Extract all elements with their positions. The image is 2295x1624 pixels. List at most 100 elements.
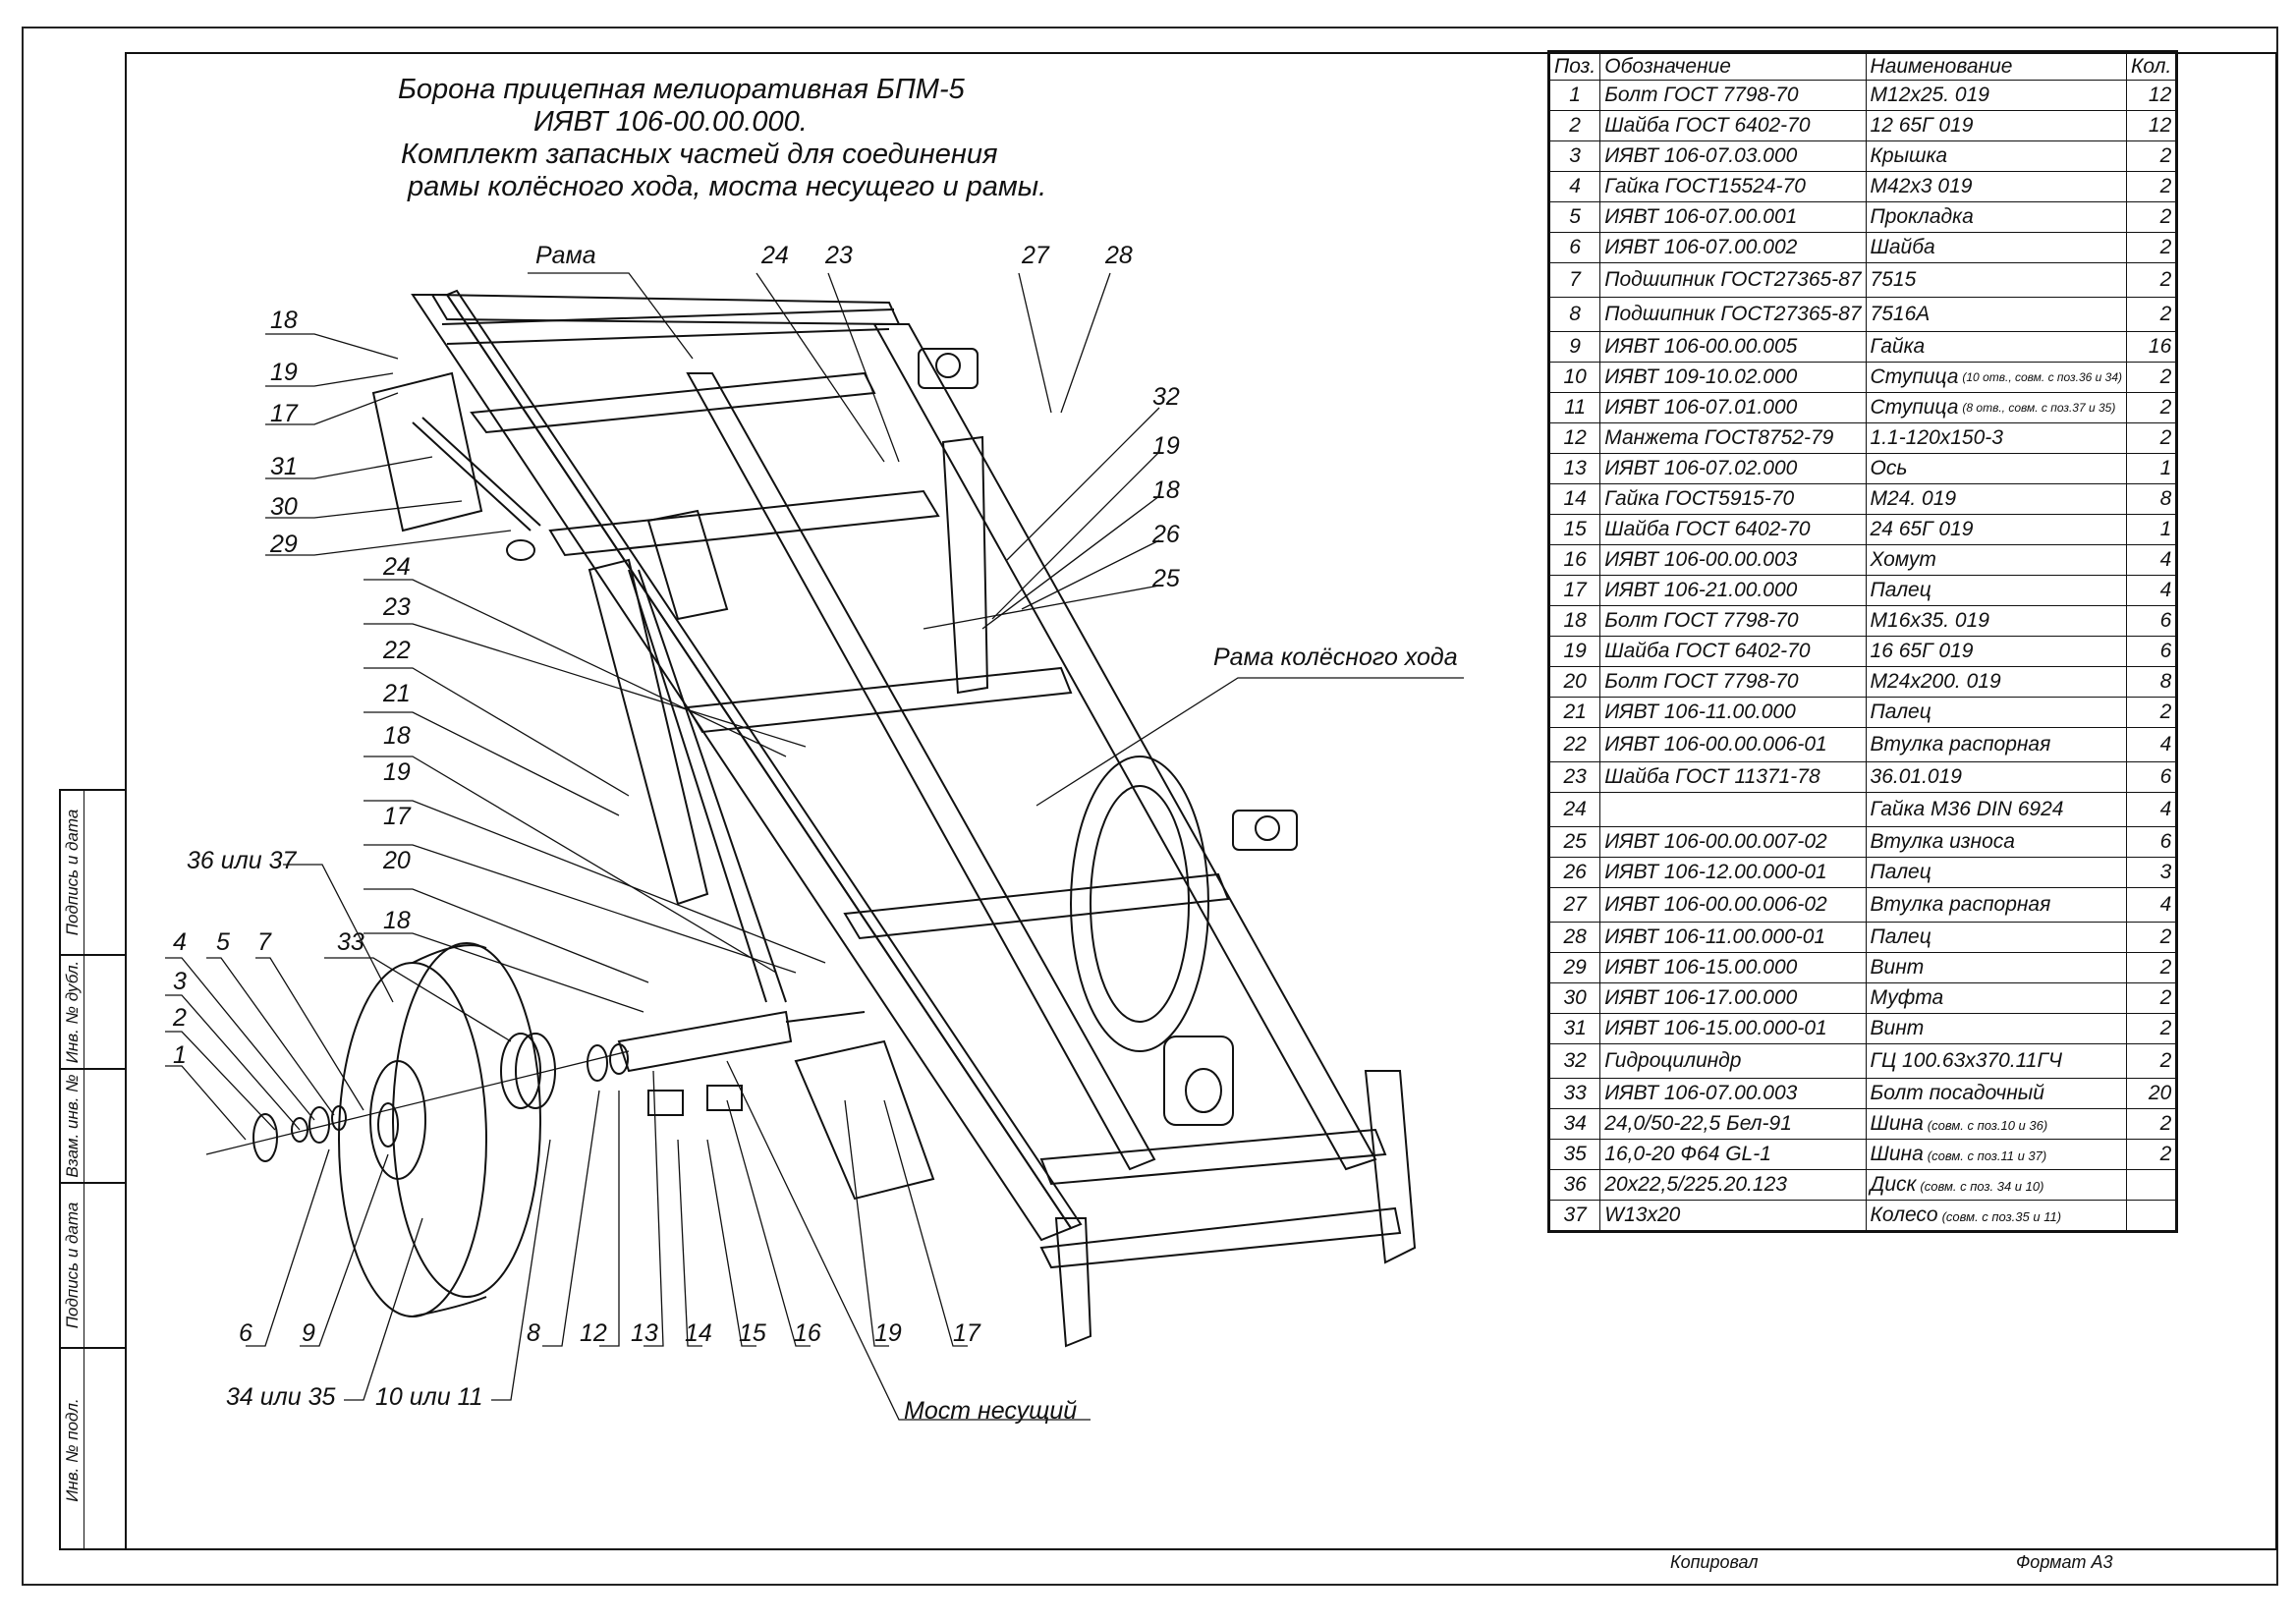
stamp-label: Инв. № дубл.	[62, 960, 82, 1064]
cell-pos: 17	[1547, 575, 1601, 606]
cell-pos: 27	[1547, 887, 1601, 923]
cell-qty: 4	[2125, 544, 2178, 576]
callout-34-or-35: 34 или 35	[226, 1383, 336, 1411]
cell-pos: 2	[1547, 110, 1601, 141]
cell-pos: 5	[1547, 201, 1601, 233]
stamp-cell-signature-date-1: Подпись и дата	[61, 791, 126, 956]
cell-name: Палец	[1865, 857, 2128, 888]
cell-qty	[2125, 1169, 2178, 1201]
callout-19-bottom: 19	[874, 1319, 902, 1347]
cell-pos: 7	[1547, 262, 1601, 298]
callout-27: 27	[1022, 242, 1049, 269]
cell-name: Хомут	[1865, 544, 2128, 576]
cell-name-text: М24. 019	[1870, 487, 1957, 510]
callout-carrying-axle: Мост несущий	[904, 1397, 1078, 1425]
cell-designation: ИЯВТ 106-00.00.006-02	[1599, 887, 1867, 923]
cell-qty: 2	[2125, 922, 2178, 953]
stamp-label: Инв. № подл.	[62, 1397, 82, 1502]
cell-designation: ИЯВТ 106-07.02.000	[1599, 453, 1867, 484]
title-line-kit: Комплект запасных частей для соединения	[401, 139, 998, 170]
cell-name-text: Хомут	[1870, 548, 1936, 571]
header-pos: Поз.	[1547, 51, 1601, 81]
cell-designation: ИЯВТ 106-00.00.006-01	[1599, 727, 1867, 762]
cell-name: Втулка распорная	[1865, 727, 2128, 762]
cell-qty: 3	[2125, 857, 2178, 888]
cell-name-text: Диск	[1870, 1173, 1917, 1196]
cell-qty: 4	[2125, 792, 2178, 827]
cell-pos: 12	[1547, 422, 1601, 454]
frame-rama	[411, 289, 1377, 1242]
cell-name: Ось	[1865, 453, 2128, 484]
cell-pos: 11	[1547, 392, 1601, 423]
cell-designation: ИЯВТ 106-07.00.003	[1599, 1078, 1867, 1109]
callout-24-top: 24	[761, 242, 789, 269]
stamp-cell-original-inv: Инв. № подл.	[61, 1349, 126, 1550]
cell-name: 16 65Г 019	[1865, 636, 2128, 667]
cell-pos: 34	[1547, 1108, 1601, 1140]
frame-cross-members	[470, 371, 1402, 1269]
cell-name-text: Винт	[1870, 1017, 1925, 1039]
cell-designation: ИЯВТ 109-10.02.000	[1599, 362, 1867, 393]
cell-qty: 8	[2125, 666, 2178, 698]
cell-name: ГЦ 100.63х370.11ГЧ	[1865, 1043, 2128, 1079]
cell-name: Ступица(10 отв., совм. с поз.36 и 34)	[1865, 362, 2128, 393]
cell-qty: 2	[2125, 1139, 2178, 1170]
cell-designation: ИЯВТ 106-00.00.003	[1599, 544, 1867, 576]
table-header-row: Поз. Обозначение Наименование Кол.	[1547, 51, 2178, 81]
cell-pos: 24	[1547, 792, 1601, 827]
callout-7: 7	[257, 928, 271, 956]
cell-name: Гайка	[1865, 331, 2128, 363]
assembly-drawing	[165, 272, 1464, 1421]
callout-30: 30	[270, 493, 298, 521]
cell-name: М16х35. 019	[1865, 605, 2128, 637]
cell-qty: 4	[2125, 887, 2178, 923]
cell-name-note: (совм. с поз.10 и 36)	[1927, 1118, 2048, 1133]
cell-designation: ИЯВТ 106-11.00.000	[1599, 697, 1867, 728]
stamp-cell-replaced-inv: Взам. инв. №	[61, 1070, 126, 1184]
cell-designation: Шайба ГОСТ 6402-70	[1599, 636, 1867, 667]
cell-designation: ИЯВТ 106-07.03.000	[1599, 140, 1867, 172]
callout-18-top: 18	[270, 307, 298, 334]
cell-pos: 10	[1547, 362, 1601, 393]
cell-name: Шина(совм. с поз.10 и 36)	[1865, 1108, 2128, 1140]
cell-designation: Гайка ГОСТ5915-70	[1599, 483, 1867, 515]
cell-name-text: Ступица	[1870, 396, 1959, 419]
callout-25: 25	[1152, 565, 1180, 592]
cell-qty: 6	[2125, 761, 2178, 793]
cell-name-text: Болт посадочный	[1870, 1082, 2044, 1104]
cell-pos: 26	[1547, 857, 1601, 888]
cell-qty: 2	[2125, 232, 2178, 263]
cell-name-note: (совм. с поз.11 и 37)	[1927, 1148, 2047, 1163]
cell-name-text: Палец	[1870, 579, 1931, 601]
drawing-title: Борона прицепная мелиоративная БПМ-5 ИЯВ…	[388, 74, 1046, 203]
carrying-axle	[617, 1010, 935, 1201]
cell-name: Втулка износа	[1865, 826, 2128, 858]
callout-31: 31	[270, 453, 298, 480]
cell-name: М24х200. 019	[1865, 666, 2128, 698]
callout-wheel-frame: Рама колёсного хода	[1213, 644, 1458, 671]
cell-name: 36.01.019	[1865, 761, 2128, 793]
cell-qty: 4	[2125, 727, 2178, 762]
cell-designation: W13х20	[1599, 1200, 1867, 1232]
cell-pos: 35	[1547, 1139, 1601, 1170]
drawing-frame	[125, 52, 2277, 1550]
cell-pos: 4	[1547, 171, 1601, 202]
cell-qty: 12	[2125, 110, 2178, 141]
cell-name-text: Прокладка	[1870, 205, 1974, 228]
cell-pos: 31	[1547, 1013, 1601, 1044]
